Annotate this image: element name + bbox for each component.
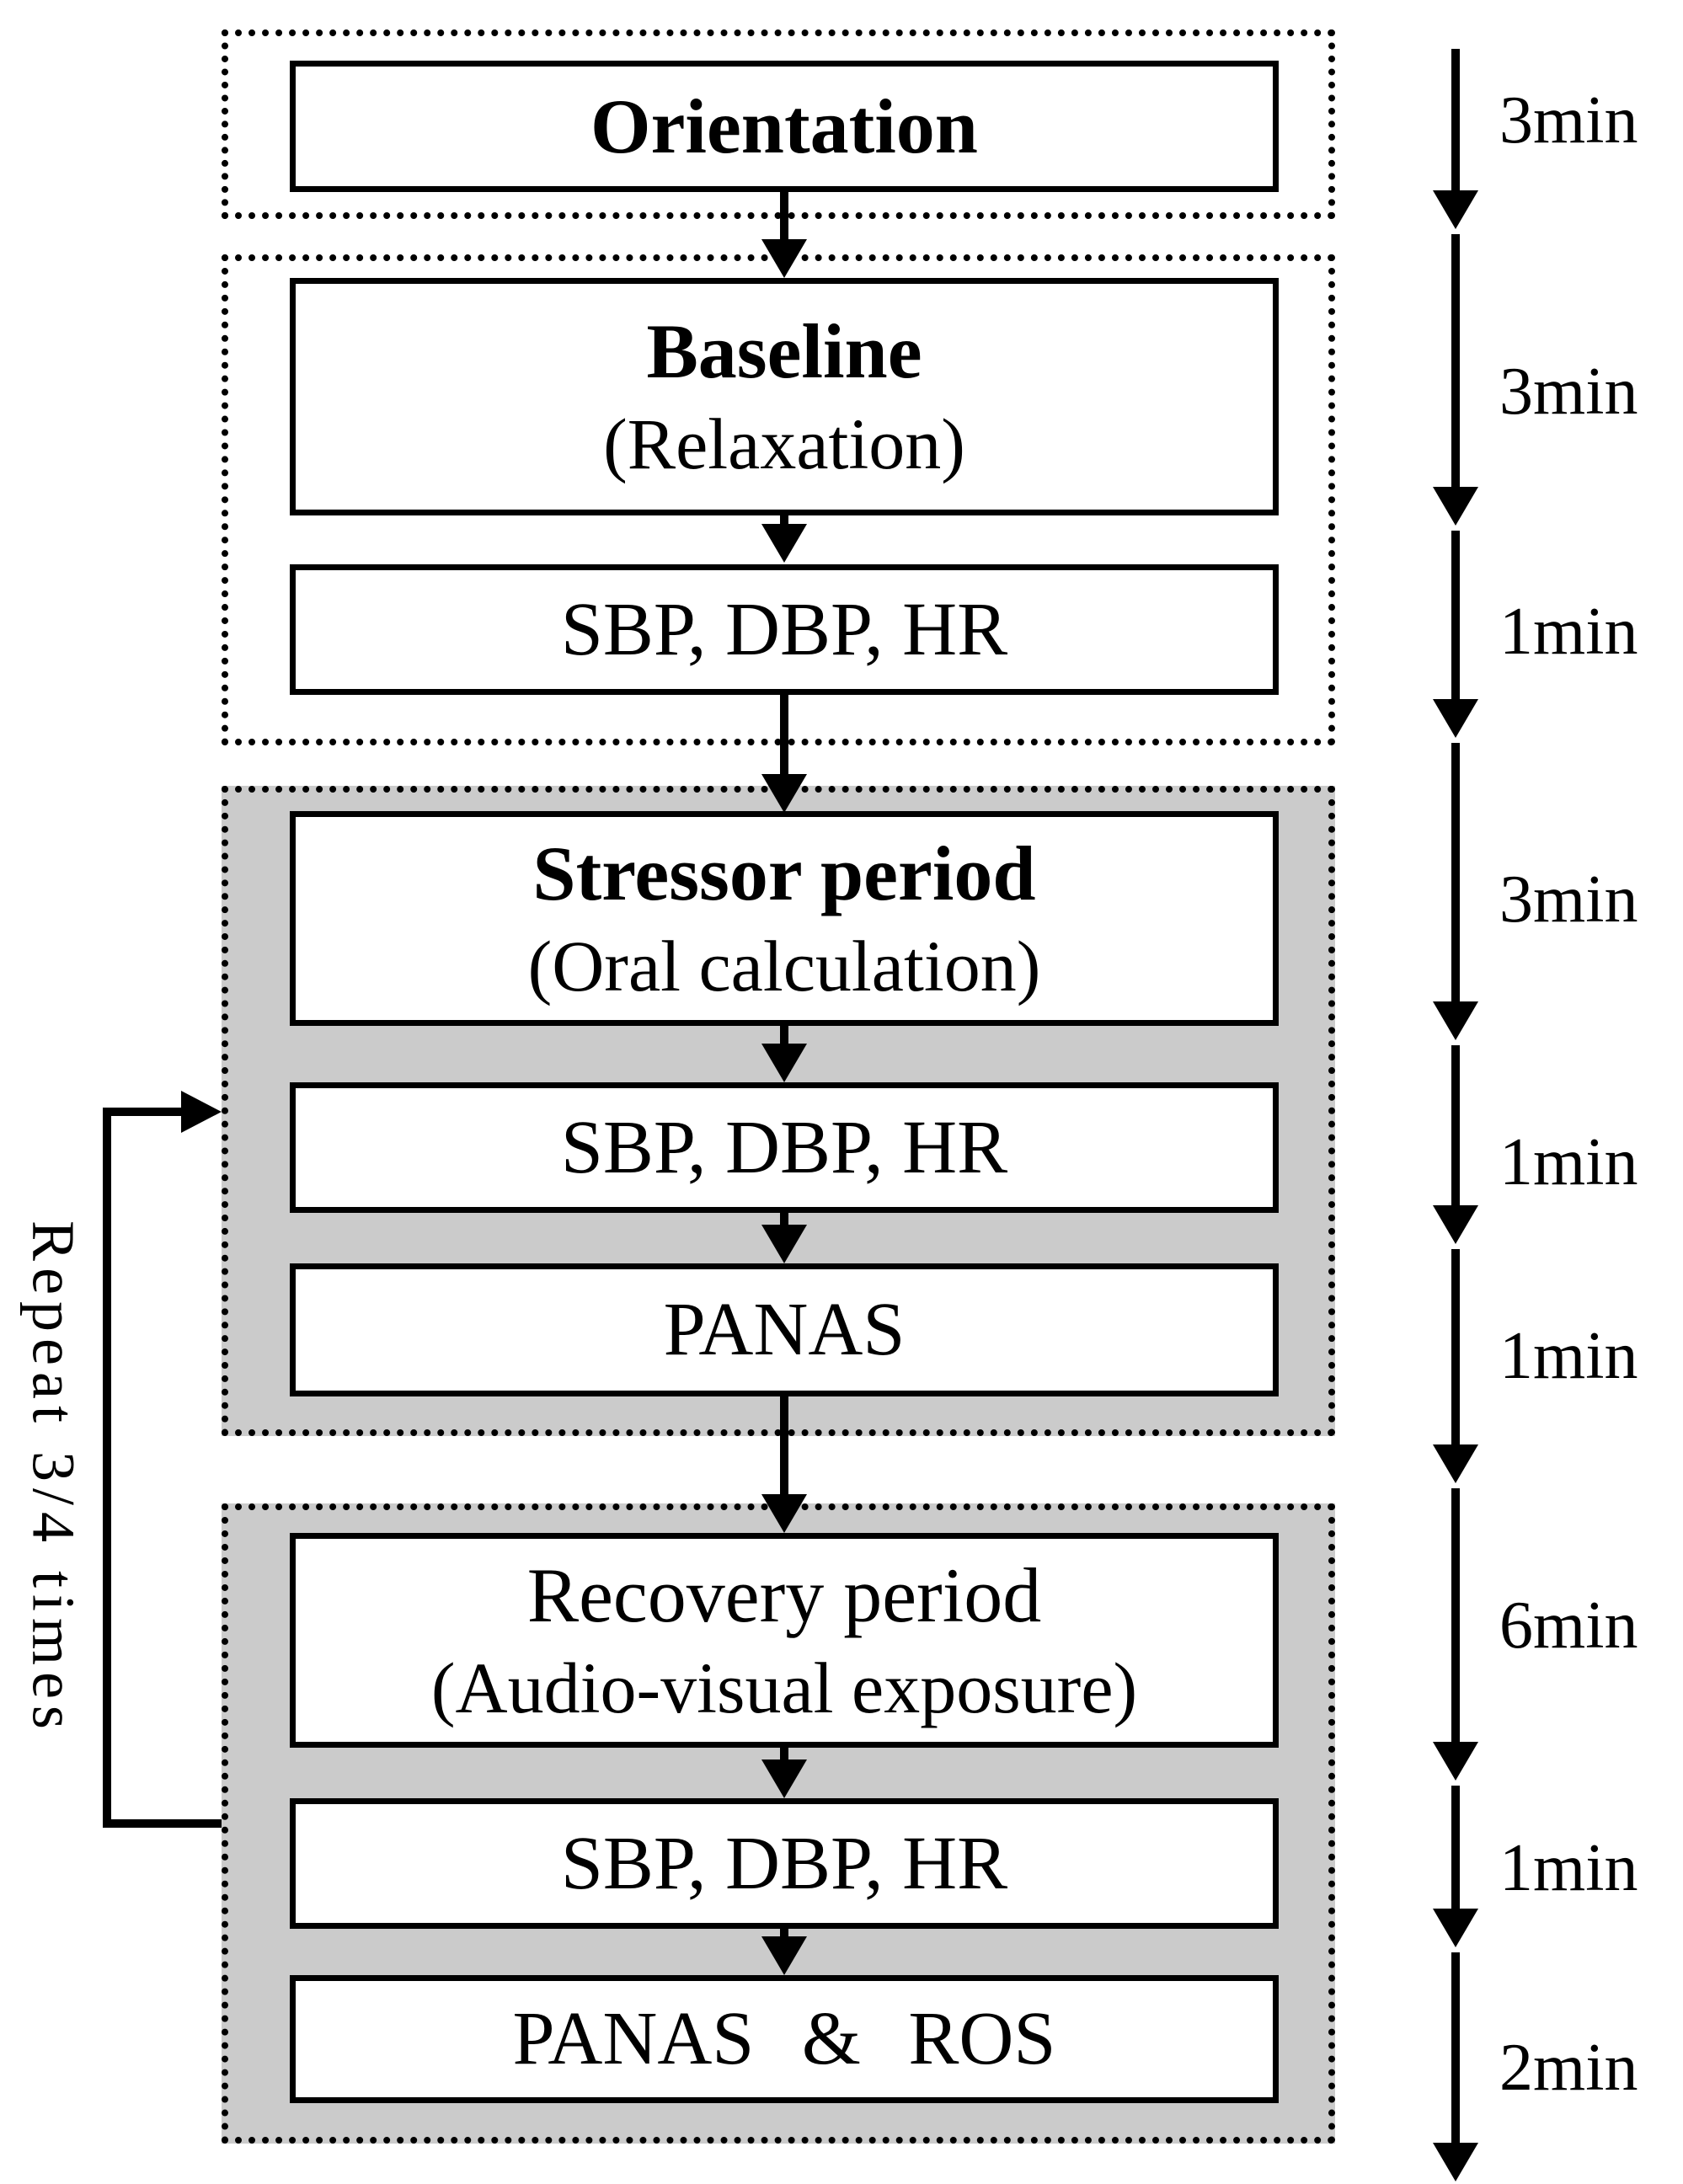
repeat-loop-vertical-line	[103, 1108, 111, 1828]
arrow-sbp2-to-panas-head-icon	[761, 1225, 807, 1263]
timeline-segment-1-arrowhead-icon	[1433, 190, 1478, 229]
timeline-duration-6: 1min	[1499, 1319, 1638, 1393]
arrow-orientation-to-baseline-shaft	[780, 192, 788, 243]
recovery-measure-box: SBP, DBP, HR	[290, 1798, 1279, 1929]
stressor-measure-box: SBP, DBP, HR	[290, 1082, 1279, 1213]
timeline-segment-3-arrowhead-icon	[1433, 699, 1478, 738]
timeline-segment-5-arrowhead-icon	[1433, 1205, 1478, 1244]
timeline-segment-6-shaft	[1451, 1249, 1460, 1448]
stressor-box: Stressor period (Oral calculation)	[290, 811, 1279, 1026]
arrow-baseline-to-sbp1-shaft	[780, 515, 788, 529]
timeline-segment-9-arrowhead-icon	[1433, 2143, 1478, 2181]
timeline-segment-4-shaft	[1451, 743, 1460, 1005]
timeline-segment-2-shaft	[1451, 234, 1460, 490]
timeline-segment-4-arrowhead-icon	[1433, 1001, 1478, 1040]
baseline-box: Baseline (Relaxation)	[290, 278, 1279, 515]
timeline-segment-1-shaft	[1451, 49, 1460, 194]
stressor-box-subtitle: (Oral calculation)	[527, 925, 1041, 1007]
stressor-panas-label: PANAS	[663, 1288, 906, 1371]
orientation-box: Orientation	[290, 61, 1279, 192]
arrow-recovery-to-sbp3-shaft	[780, 1748, 788, 1763]
arrow-recovery-to-sbp3-head-icon	[761, 1759, 807, 1798]
timeline-duration-3: 1min	[1499, 595, 1638, 669]
recovery-box-subtitle: (Audio-visual exposure)	[430, 1647, 1138, 1728]
timeline-segment-2-arrowhead-icon	[1433, 487, 1478, 526]
baseline-box-title: Baseline	[646, 308, 922, 394]
timeline-segment-7-shaft	[1451, 1488, 1460, 1745]
timeline-duration-7: 6min	[1499, 1589, 1638, 1663]
arrow-panas-to-recovery-head-icon	[761, 1494, 807, 1533]
recovery-box: Recovery period (Audio-visual exposure)	[290, 1533, 1279, 1748]
recovery-measure-label: SBP, DBP, HR	[560, 1821, 1008, 1905]
stressor-box-title: Stressor period	[532, 830, 1036, 916]
arrow-sbp1-to-stressor-shaft	[780, 695, 788, 777]
repeat-loop-top-line	[103, 1108, 184, 1116]
repeat-loop-arrowhead-icon	[181, 1091, 222, 1133]
baseline-box-subtitle: (Relaxation)	[603, 403, 965, 484]
arrow-orientation-to-baseline-head-icon	[761, 239, 807, 278]
arrow-sbp1-to-stressor-head-icon	[761, 774, 807, 813]
timeline-duration-9: 2min	[1499, 2031, 1638, 2105]
timeline-segment-7-arrowhead-icon	[1433, 1742, 1478, 1781]
timeline-duration-5: 1min	[1499, 1125, 1638, 1199]
repeat-label: Repeat 3/4 times	[19, 1220, 88, 1736]
repeat-loop-bottom-line	[103, 1819, 222, 1828]
arrow-sbp3-to-panasros-head-icon	[761, 1936, 807, 1975]
timeline-duration-8: 1min	[1499, 1831, 1638, 1905]
timeline-segment-8-shaft	[1451, 1786, 1460, 1912]
recovery-panas-ros-box: PANAS & ROS	[290, 1975, 1279, 2103]
baseline-measure-box: SBP, DBP, HR	[290, 564, 1279, 695]
arrow-sbp2-to-panas-shaft	[780, 1213, 788, 1228]
stressor-panas-box: PANAS	[290, 1263, 1279, 1396]
arrow-baseline-to-sbp1-head-icon	[761, 524, 807, 563]
arrow-stressor-to-sbp2-head-icon	[761, 1044, 807, 1082]
timeline-segment-9-shaft	[1451, 1952, 1460, 2146]
recovery-panas-ros-label: PANAS & ROS	[512, 1997, 1056, 2080]
stressor-measure-label: SBP, DBP, HR	[560, 1105, 1008, 1189]
baseline-measure-label: SBP, DBP, HR	[560, 587, 1008, 671]
timeline-duration-2: 3min	[1499, 355, 1638, 429]
recovery-box-title: Recovery period	[526, 1551, 1042, 1638]
timeline-segment-6-arrowhead-icon	[1433, 1444, 1478, 1483]
orientation-box-title: Orientation	[590, 83, 978, 169]
arrow-stressor-to-sbp2-shaft	[780, 1026, 788, 1047]
timeline-segment-5-shaft	[1451, 1045, 1460, 1209]
arrow-panas-to-recovery-shaft	[780, 1396, 788, 1498]
timeline-segment-8-arrowhead-icon	[1433, 1909, 1478, 1947]
timeline-duration-1: 3min	[1499, 83, 1638, 158]
timeline-duration-4: 3min	[1499, 862, 1638, 937]
arrow-sbp3-to-panasros-shaft	[780, 1929, 788, 1940]
timeline-segment-3-shaft	[1451, 531, 1460, 702]
